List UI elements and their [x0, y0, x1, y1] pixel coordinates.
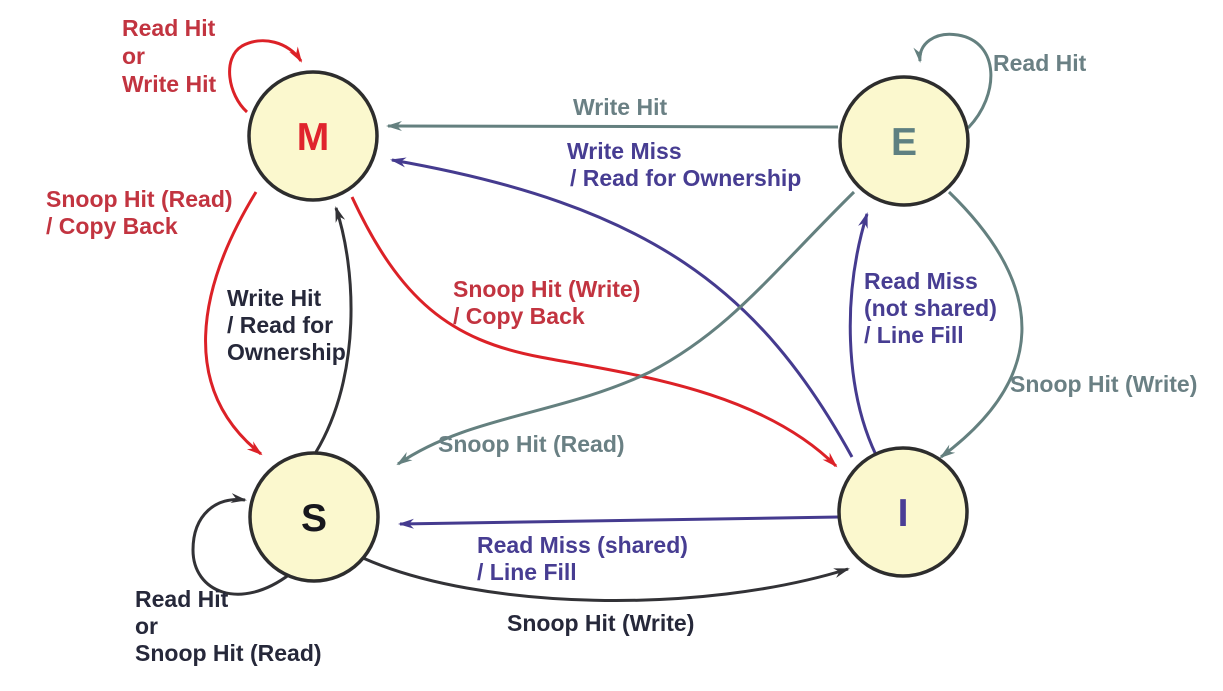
label-i-to-m-line1: Write Miss	[567, 138, 682, 164]
label-e-self: Read Hit	[993, 50, 1087, 76]
transition-labels: Read Hit or Write Hit Snoop Hit (Read) /…	[46, 15, 1197, 666]
label-m-self: Read Hit or Write Hit	[122, 15, 216, 97]
label-e-to-m: Write Hit	[573, 94, 667, 120]
edge-i-to-e-arrow	[848, 212, 878, 456]
state-node-exclusive-label: E	[891, 121, 917, 164]
label-e-to-s-line1: Snoop Hit (Read)	[438, 431, 625, 457]
edge-s-to-m-arrow	[314, 206, 353, 453]
state-node-modified-circle	[247, 70, 379, 202]
edge-i-to-m-arrow	[390, 157, 854, 458]
label-i-to-e-line2: (not shared)	[864, 295, 997, 321]
label-e-to-s: Snoop Hit (Read)	[438, 431, 625, 457]
state-node-exclusive: E	[838, 75, 970, 207]
label-s-to-m-line3: Ownership	[227, 339, 346, 365]
label-i-to-e-line1: Read Miss	[864, 268, 978, 294]
transition-arrows	[191, 32, 1024, 602]
label-i-to-s-line1: Read Miss (shared)	[477, 532, 688, 558]
state-node-invalid-label: I	[898, 492, 909, 535]
label-s-to-i-line1: Snoop Hit (Write)	[507, 610, 694, 636]
label-s-to-m: Write Hit / Read for Ownership	[227, 285, 346, 365]
label-m-to-s: Snoop Hit (Read) / Copy Back	[46, 186, 233, 239]
label-m-to-i-line1: Snoop Hit (Write)	[453, 276, 640, 302]
label-s-to-m-line2: / Read for	[227, 312, 333, 338]
edge-m-to-i-arrow	[350, 196, 838, 468]
label-m-to-s-line2: / Copy Back	[46, 213, 178, 239]
label-s-self-line1: Read Hit	[135, 586, 229, 612]
label-e-self-line1: Read Hit	[993, 50, 1087, 76]
edge-s-self-arrow	[191, 493, 291, 596]
state-node-modified: M	[247, 70, 379, 202]
label-i-to-e: Read Miss (not shared) / Line Fill	[864, 268, 997, 348]
state-nodes: M E S I	[247, 70, 970, 583]
edge-e-to-s-arrow	[396, 190, 856, 466]
edge-e-to-m-arrow	[386, 121, 839, 132]
label-e-to-i: Snoop Hit (Write)	[1010, 371, 1197, 397]
edge-e-to-i-arrow	[939, 190, 1024, 459]
label-i-to-e-line3: / Line Fill	[864, 322, 964, 348]
label-m-self-line3: Write Hit	[122, 71, 216, 97]
state-node-invalid-circle	[837, 446, 969, 578]
edge-m-self-arrow	[228, 39, 303, 114]
label-m-self-line1: Read Hit	[122, 15, 216, 41]
label-i-to-m: Write Miss / Read for Ownership	[567, 138, 801, 191]
state-node-shared: S	[248, 451, 380, 583]
label-m-to-i: Snoop Hit (Write) / Copy Back	[453, 276, 640, 329]
label-i-to-s-line2: / Line Fill	[477, 559, 577, 585]
label-s-self-line2: or	[135, 613, 158, 639]
label-m-self-line2: or	[122, 43, 145, 69]
label-e-to-m-line1: Write Hit	[573, 94, 667, 120]
label-s-to-i: Snoop Hit (Write)	[507, 610, 694, 636]
state-node-modified-label: M	[297, 116, 330, 159]
state-node-exclusive-circle	[838, 75, 970, 207]
state-node-shared-label: S	[301, 497, 327, 540]
edge-i-to-s-arrow	[398, 515, 840, 529]
label-s-self: Read Hit or Snoop Hit (Read)	[135, 586, 322, 666]
state-node-invalid: I	[837, 446, 969, 578]
label-s-to-m-line1: Write Hit	[227, 285, 321, 311]
label-i-to-s: Read Miss (shared) / Line Fill	[477, 532, 688, 585]
label-i-to-m-line2: / Read for Ownership	[570, 165, 801, 191]
label-s-self-line3: Snoop Hit (Read)	[135, 640, 322, 666]
edge-e-self-arrow	[913, 32, 993, 130]
label-m-to-i-line2: / Copy Back	[453, 303, 585, 329]
state-node-shared-circle	[248, 451, 380, 583]
edge-m-to-s-arrow	[204, 191, 263, 456]
edge-s-to-i-arrow	[362, 556, 850, 602]
label-e-to-i-line1: Snoop Hit (Write)	[1010, 371, 1197, 397]
label-m-to-s-line1: Snoop Hit (Read)	[46, 186, 233, 212]
